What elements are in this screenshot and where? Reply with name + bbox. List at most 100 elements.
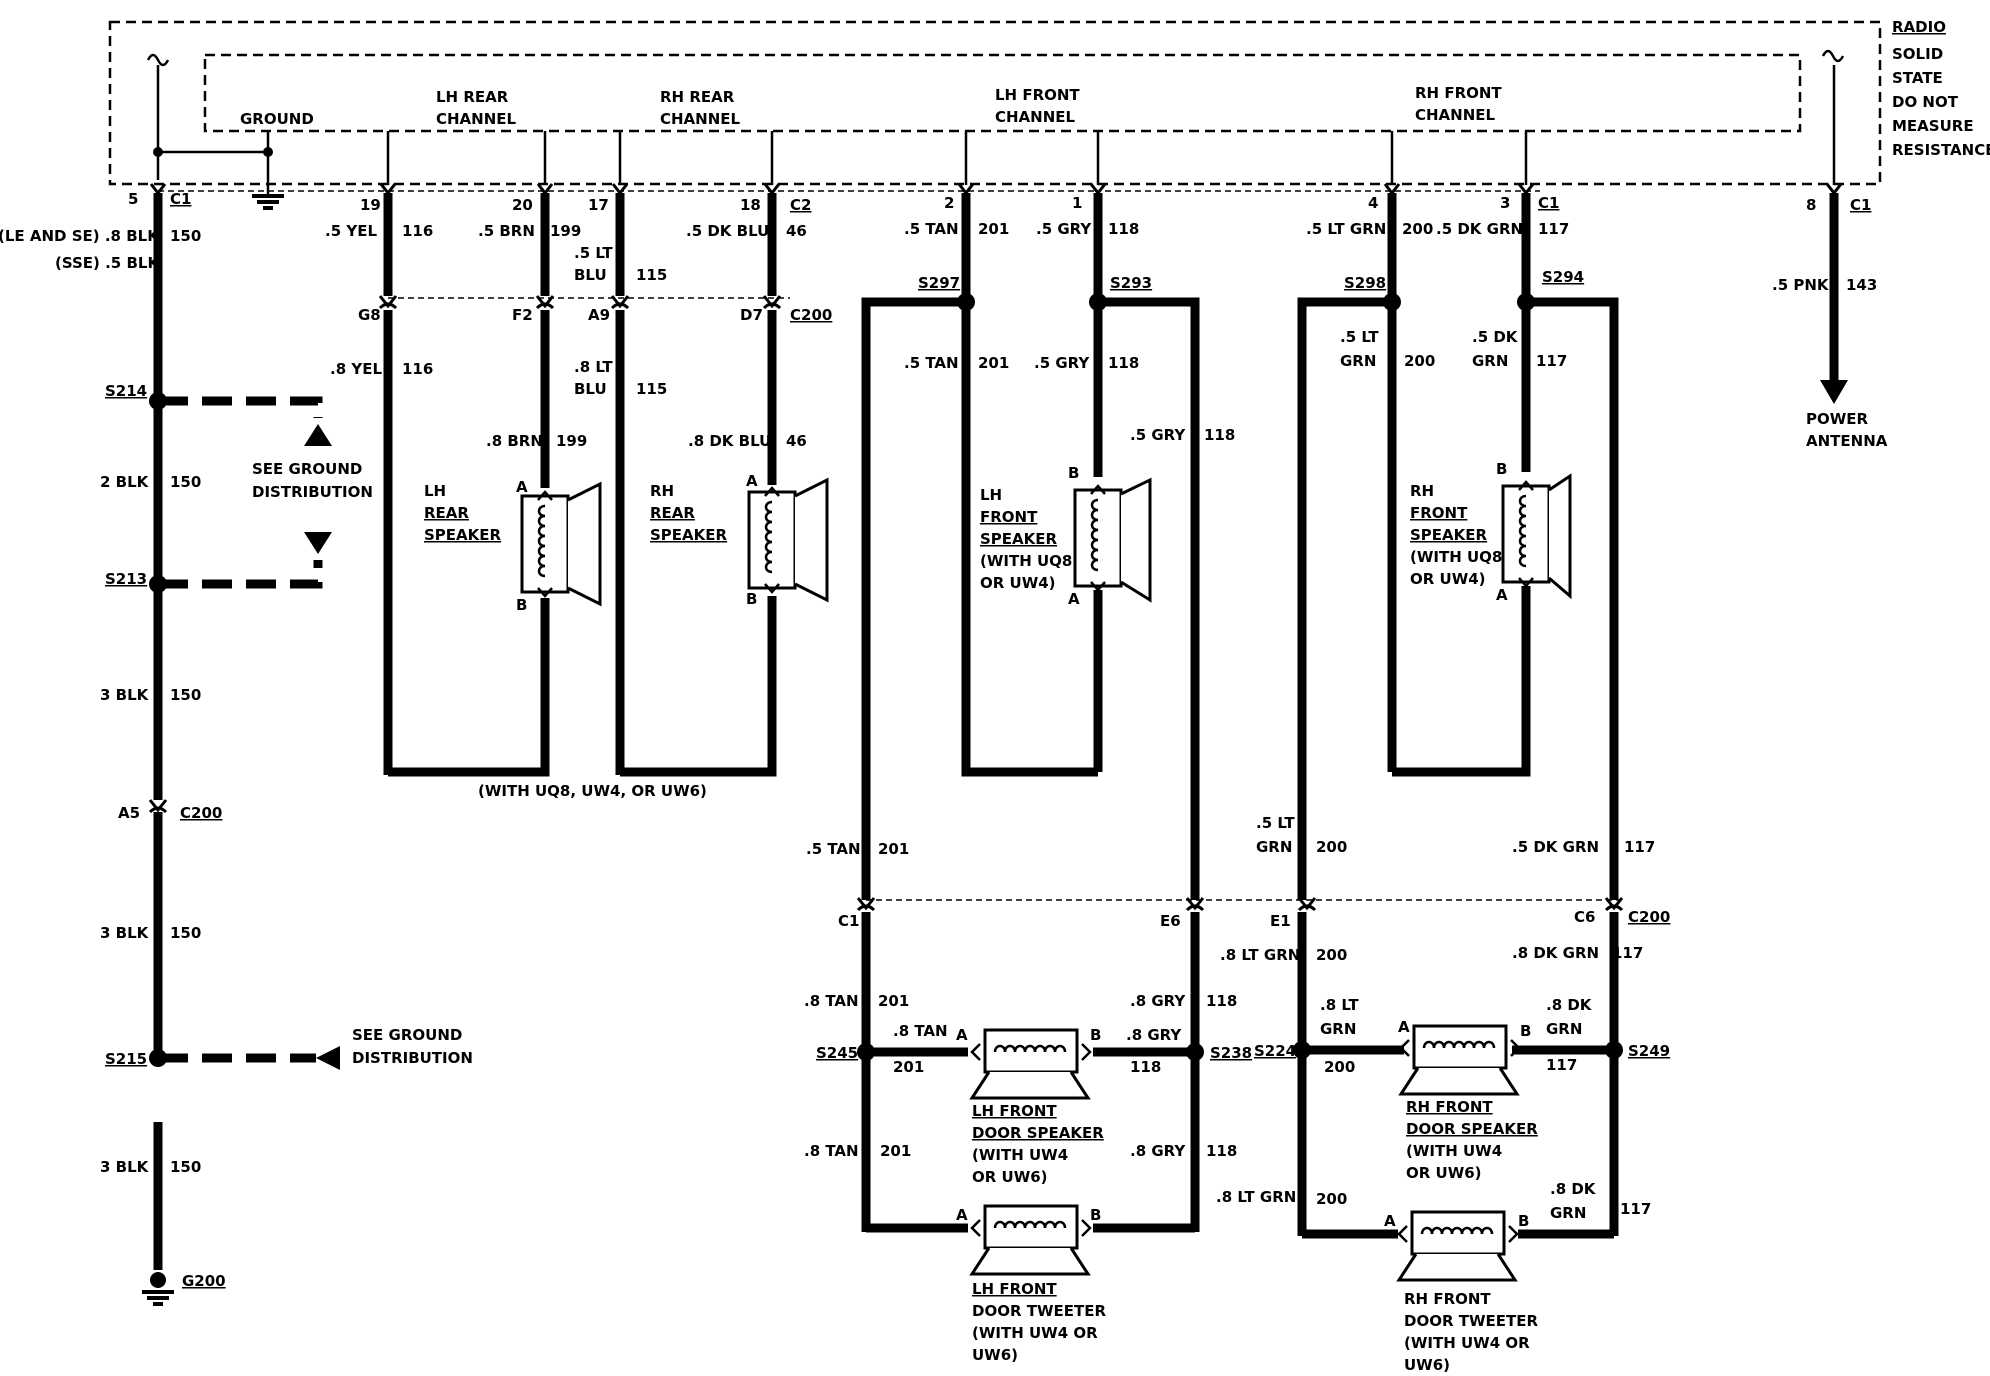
radio-internal-junction xyxy=(263,147,273,157)
wire-117-ckt: 117 xyxy=(1538,220,1569,238)
wire-201e-ckt: 201 xyxy=(893,1058,924,1076)
lh-tweeter-label-2: DOOR TWEETER xyxy=(972,1302,1106,1320)
wire-lh-front-loop xyxy=(961,490,1098,777)
wire-200-color: .5 LT GRN xyxy=(1306,220,1386,238)
lh-front-speaker-label-1: LH xyxy=(980,486,1002,504)
ground-wire-seg5-ckt: 150 xyxy=(170,1158,201,1176)
rh-front-speaker-pin-a: A xyxy=(1496,586,1508,604)
wire-200d-ckt: 200 xyxy=(1316,946,1347,964)
wire-rh-front-loop xyxy=(1392,586,1531,777)
splice-s298-label: S298 xyxy=(1344,274,1386,292)
connector-e6: E6 xyxy=(1160,912,1181,930)
wire-201b-ckt: 201 xyxy=(978,354,1009,372)
wire-200f-color: .8 LT GRN xyxy=(1216,1188,1296,1206)
radio-note-4: MEASURE xyxy=(1892,117,1974,135)
wire-118f-ckt: 118 xyxy=(1206,1142,1237,1160)
rh-door-speaker-label-4: OR UW6) xyxy=(1406,1164,1482,1182)
wire-117b-color-1: .5 DK xyxy=(1472,328,1519,346)
wire-117e-color-2: GRN xyxy=(1546,1020,1582,1038)
wire-116-ckt: 116 xyxy=(402,222,433,240)
lh-rear-channel-label-1: LH REAR xyxy=(436,88,509,106)
lh-tweeter-pin-a: A xyxy=(956,1206,968,1224)
connector-c200-rear-pins xyxy=(378,295,782,310)
lh-rear-speaker-label-3: SPEAKER xyxy=(424,526,502,544)
ground-distribution-arrow-up xyxy=(304,424,332,446)
ground-wire-label-1: (LE AND SE) .8 BLK xyxy=(0,227,160,245)
radio-internal-junction xyxy=(153,147,163,157)
splice-s293-label: S293 xyxy=(1110,274,1152,292)
lh-front-speaker-pin-a: A xyxy=(1068,590,1080,608)
wire-199-color: .5 BRN xyxy=(478,222,535,240)
wire-117e-ckt: 117 xyxy=(1546,1056,1577,1074)
wire-117f-color-1: .8 DK xyxy=(1550,1180,1597,1198)
wire-201c-color: .5 TAN xyxy=(806,840,861,858)
ground-wire-seg3-ckt: 150 xyxy=(170,686,201,704)
rh-front-door-tweeter-symbol xyxy=(1396,1210,1519,1282)
ground-branch-s213 xyxy=(158,560,323,589)
wire-rh-rear-return xyxy=(620,596,777,777)
splice-s224-label: S224 xyxy=(1254,1042,1296,1060)
wire-115b-color-2: BLU xyxy=(574,380,607,398)
rh-tweeter-pin-b: B xyxy=(1518,1212,1529,1230)
wire-118-ckt: 118 xyxy=(1108,220,1139,238)
wire-200b-color-1: .5 LT xyxy=(1340,328,1379,346)
wire-118e-ckt: 118 xyxy=(1130,1058,1161,1076)
see-ground-distribution-1a: SEE GROUND xyxy=(252,460,362,478)
rh-front-speaker-label-2: FRONT xyxy=(1410,504,1468,522)
splice-s213 xyxy=(149,575,167,593)
rh-front-channel-label-1: RH FRONT xyxy=(1415,84,1502,102)
splice-s213-label: S213 xyxy=(105,570,147,588)
ground-circuit-number: 150 xyxy=(170,227,201,245)
wire-200-ckt: 200 xyxy=(1402,220,1433,238)
splice-s294-label: S294 xyxy=(1542,268,1584,286)
radio-ground-symbol xyxy=(252,185,284,210)
ground-wire-seg4-ckt: 150 xyxy=(170,924,201,942)
splice-s215-label: S215 xyxy=(105,1050,147,1068)
radio-note-1: SOLID xyxy=(1892,45,1943,63)
lh-front-pin-2: 2 xyxy=(944,194,954,212)
wire-118c-ckt: 118 xyxy=(1204,426,1235,444)
lh-front-channel-label-2: CHANNEL xyxy=(995,108,1076,126)
lh-door-speaker-pin-b: B xyxy=(1090,1026,1101,1044)
ground-wire-seg4: 3 BLK xyxy=(100,924,150,942)
wire-46b-ckt: 46 xyxy=(786,432,807,450)
lh-door-speaker-label-1: LH FRONT xyxy=(972,1102,1057,1120)
wire-199-ckt: 199 xyxy=(550,222,581,240)
wire-118c-color: .5 GRY xyxy=(1130,426,1186,444)
wire-117b-color-2: GRN xyxy=(1472,352,1508,370)
wire-117b-ckt: 117 xyxy=(1536,352,1567,370)
lh-front-speaker-label-4: (WITH UQ8 xyxy=(980,552,1072,570)
lh-front-speaker-pin-b: B xyxy=(1068,464,1079,482)
wire-118-color: .5 GRY xyxy=(1036,220,1092,238)
lh-rear-speaker-label-1: LH xyxy=(424,482,446,500)
connector-c200-label-ground: C200 xyxy=(180,804,222,822)
rh-front-speaker-label-5: OR UW4) xyxy=(1410,570,1486,588)
wire-201b-color: .5 TAN xyxy=(904,354,959,372)
connector-a9: A9 xyxy=(588,306,610,324)
wire-200e-color-1: .8 LT xyxy=(1320,996,1359,1014)
rh-rear-speaker-label-3: SPEAKER xyxy=(650,526,728,544)
wire-118b-ckt: 118 xyxy=(1108,354,1139,372)
wire-201f-ckt: 201 xyxy=(880,1142,911,1160)
wire-200e-ckt: 200 xyxy=(1324,1058,1355,1076)
connector-c200-lower-pins xyxy=(856,897,1624,912)
lh-rear-speaker-pin-a: A xyxy=(516,478,528,496)
wire-115-color-1: .5 LT xyxy=(574,244,613,262)
radio-ac-symbol-right xyxy=(1821,49,1845,63)
rh-door-speaker-label-2: DOOR SPEAKER xyxy=(1406,1120,1538,1138)
wire-199b-ckt: 199 xyxy=(556,432,587,450)
wire-199b-color: .8 BRN xyxy=(486,432,543,450)
ground-g200-label: G200 xyxy=(182,1272,226,1290)
ground-distribution-arrow-down xyxy=(304,532,332,554)
wire-117f-ckt: 117 xyxy=(1620,1200,1651,1218)
rear-pin-18: 18 xyxy=(740,196,761,214)
rh-tweeter-pin-a: A xyxy=(1384,1212,1396,1230)
wire-201c-ckt: 201 xyxy=(878,840,909,858)
power-antenna-label-1: POWER xyxy=(1806,410,1869,428)
wire-116-color: .5 YEL xyxy=(325,222,377,240)
antenna-arrow-down xyxy=(1820,380,1848,404)
rh-front-speaker-label-4: (WITH UQ8 xyxy=(1410,548,1502,566)
connector-f2: F2 xyxy=(512,306,533,324)
connector-c6: C6 xyxy=(1574,908,1595,926)
